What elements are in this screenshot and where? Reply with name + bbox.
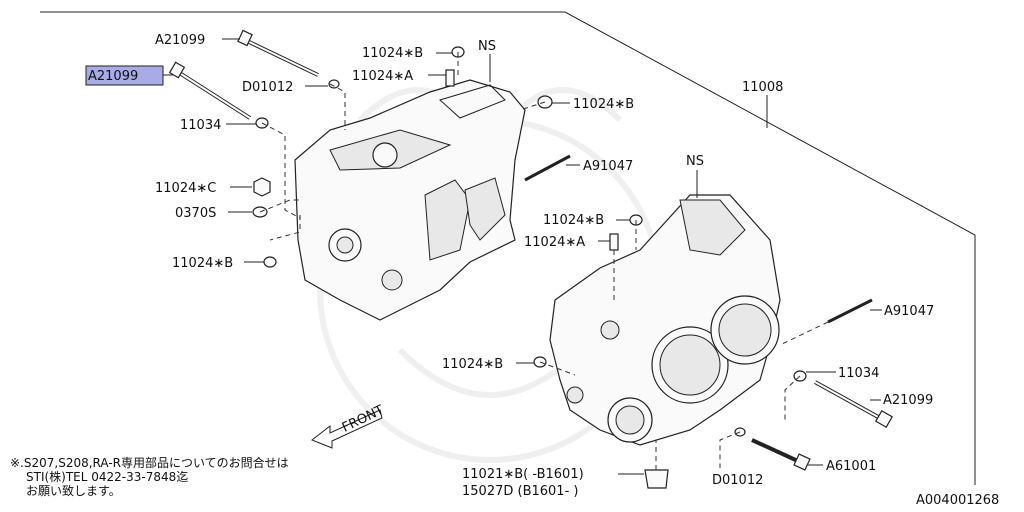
label-a61001: A61001: [826, 459, 876, 474]
label-11008: 11008: [742, 80, 783, 95]
washer-d01012-left: [328, 79, 340, 89]
long-bolt-left: [168, 61, 252, 120]
label-11024c: 11024∗C: [155, 181, 216, 196]
label-11024b-mid: 11024∗B: [543, 213, 604, 228]
assembly-guide-lines: [259, 52, 829, 470]
label-a91047-right: A91047: [884, 304, 934, 319]
label-a21099-top: A21099: [155, 33, 205, 48]
footnote-line2: STI(株)TEL 0422-33-7848迄: [26, 469, 188, 484]
long-bolt-top: [237, 29, 319, 77]
label-11034-left: 11034: [180, 118, 221, 133]
label-11024b-right1: 11024∗B: [573, 97, 634, 112]
label-a91047-mid: A91047: [583, 159, 633, 174]
bolt-11024a-right: [609, 233, 619, 251]
left-crankcase-half: [294, 79, 526, 321]
long-bolt-right: [814, 380, 894, 429]
right-crankcase-half: [549, 194, 781, 446]
stud-a91047-right: [827, 298, 873, 324]
label-11024a-mid: 11024∗A: [524, 235, 585, 250]
label-a21099-highlight: A21099: [88, 69, 138, 84]
label-d01012-left: D01012: [242, 80, 293, 95]
label-a21099-right: A21099: [883, 393, 933, 408]
label-ns-left: NS: [478, 39, 496, 54]
label-0370s: 0370S: [175, 206, 216, 221]
footnote-line3: お願い致します。: [26, 484, 121, 498]
label-11024b-bottom: 11024∗B: [442, 357, 503, 372]
label-d01012-right: D01012: [712, 473, 763, 488]
front-label: FRONT: [340, 403, 387, 436]
washer-11024b-mid-left: [263, 256, 277, 268]
stud-a91047-mid: [524, 154, 571, 182]
label-15027d: 15027D (B1601- ): [462, 484, 578, 499]
footnote-line1: ※.S207,S208,RA-R専用部品についてのお問合せは: [10, 455, 289, 470]
label-11034-right: 11034: [838, 366, 879, 381]
label-ns-right: NS: [686, 154, 704, 169]
plug-11021b: [644, 469, 669, 489]
label-11024b-low: 11024∗B: [172, 256, 233, 271]
assembly-frame-line: [40, 11, 976, 485]
label-11021b: 11021∗B( -B1601): [462, 467, 584, 482]
front-direction-arrow: FRONT: [311, 403, 387, 449]
bolt-a61001: [751, 438, 811, 471]
diagram-id: A004001268: [916, 493, 999, 508]
bolt-11024a-top: [445, 69, 455, 87]
label-11024b-top: 11024∗B: [362, 46, 423, 61]
nut-11024c: [253, 177, 271, 197]
label-11024a-top: 11024∗A: [352, 69, 413, 84]
